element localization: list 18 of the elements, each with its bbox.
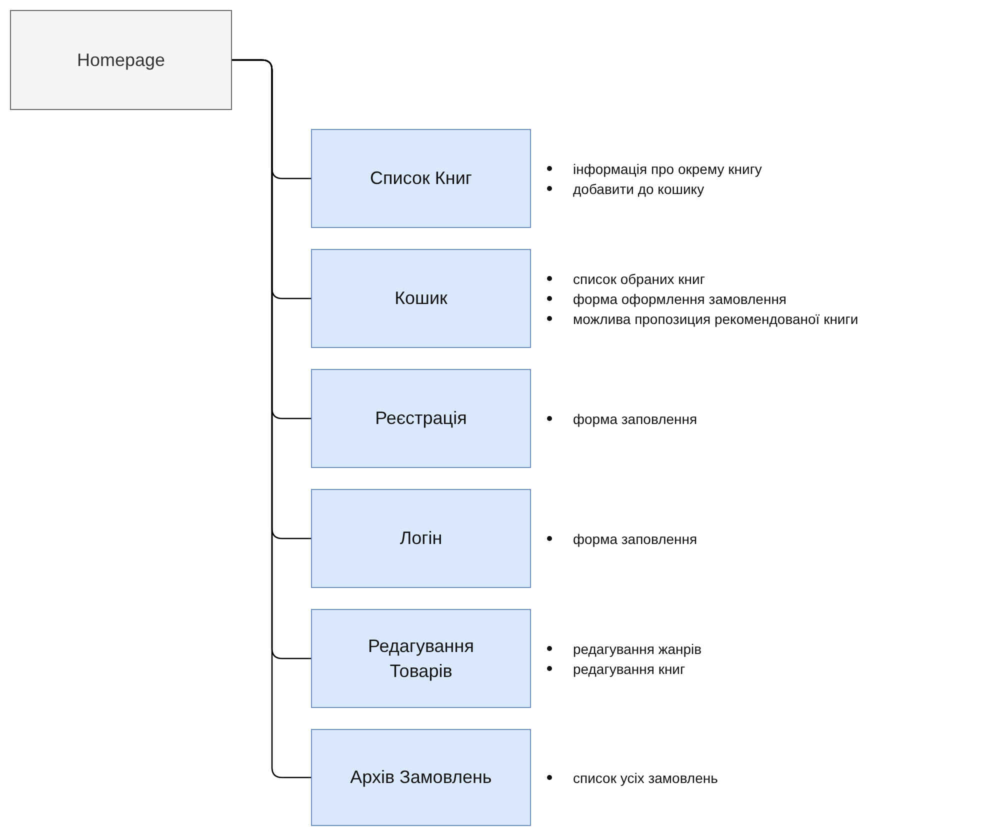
bullet-text: редагування жанрів [573,640,702,658]
bullet-text: форма заповлення [573,410,698,428]
page-box: Реєстрація [311,369,531,468]
bullet-text: редагування книг [573,660,686,678]
bullet-text: інформація про окрему книгу [573,160,762,178]
page-box: Архів Замовлень [311,729,531,826]
page-box: Логін [311,489,531,588]
bullet-text: можлива пропозиция рекомендованої книги [573,310,858,328]
bullet-text: добавити до кошику [573,180,704,198]
page-box: Список Книг [311,129,531,228]
connector-line [232,59,311,778]
page-box: Homepage [10,10,232,110]
page-box: Кошик [311,249,531,348]
bullet-text: форма оформлення замовлення [573,290,787,308]
bullet-text: форма заповлення [573,530,698,548]
page-box: Редагування Товарів [311,609,531,708]
bullet-text: список обраних книг [573,270,705,288]
bullet-text: список усіх замовлень [573,768,718,788]
